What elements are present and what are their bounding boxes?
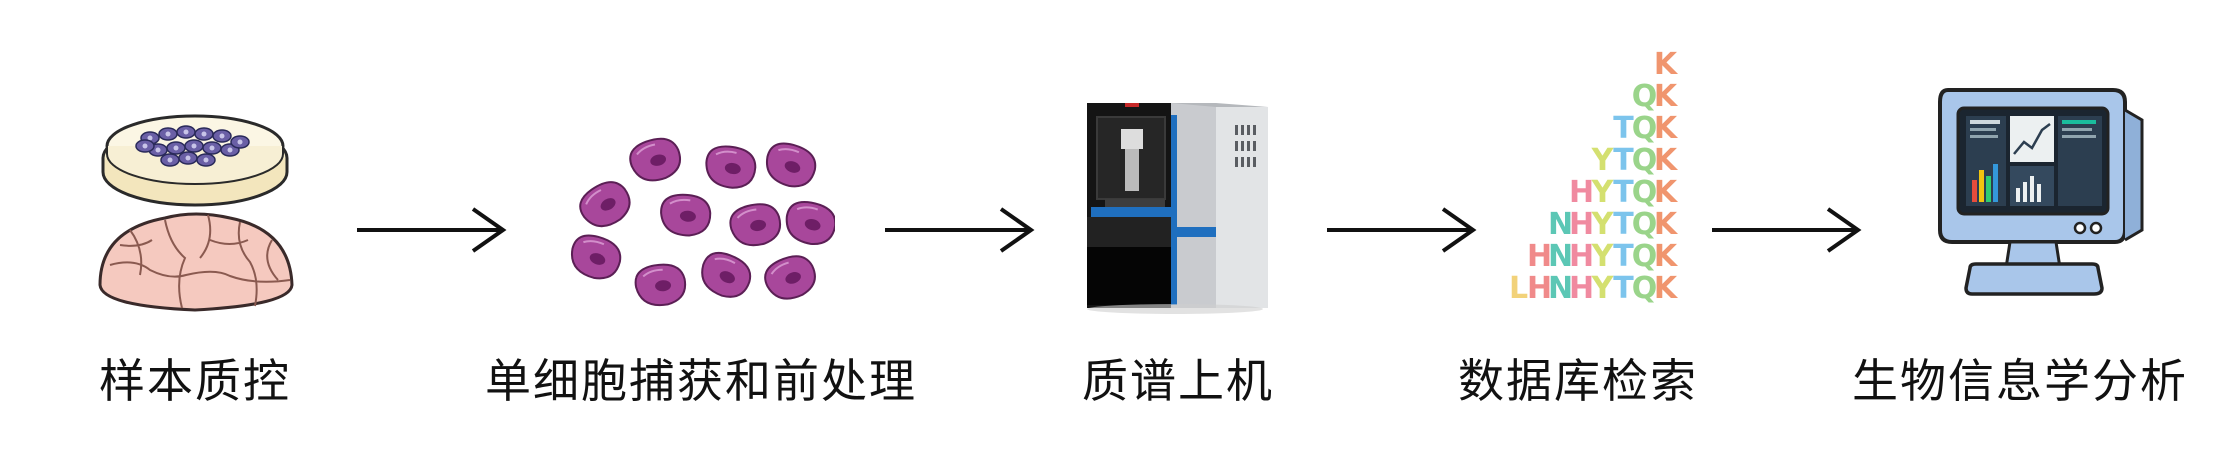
step-label-ms-acquisition: 质谱上机 [1082, 354, 1274, 408]
peptide-residue: K [1654, 239, 1679, 274]
arrow-1 [357, 207, 507, 253]
peptide-residue: H [1527, 271, 1552, 306]
peptide-residue: K [1654, 111, 1679, 146]
peptide-residue: T [1613, 175, 1634, 210]
peptide-residue: T [1613, 111, 1634, 146]
peptide-residue: Q [1632, 143, 1658, 178]
peptide-residue: T [1613, 143, 1634, 178]
peptide-residue: K [1654, 143, 1679, 178]
dish-cell-nucleus [165, 131, 171, 137]
peptide-residue: K [1654, 207, 1679, 242]
step-label-bioinformatics: 生物信息学分析 [1852, 354, 2188, 408]
dish-cell-nucleus [167, 157, 173, 163]
peptide-residue: K [1654, 50, 1679, 82]
cell [629, 137, 682, 182]
cell-nucleus [750, 219, 767, 232]
cell-nucleus [724, 162, 741, 175]
peptide-residue: T [1613, 271, 1634, 306]
arrow-2 [885, 207, 1035, 253]
dish-cell-nucleus [227, 147, 233, 153]
peptide-residue: K [1654, 271, 1679, 306]
peptide-residue: Y [1591, 239, 1615, 274]
cell-nucleus [784, 161, 801, 173]
step-label-database-search: 数据库检索 [1458, 354, 1698, 408]
petri-dish-and-tissue-icon [98, 114, 294, 312]
cell-nucleus [600, 198, 616, 211]
peptide-residue: K [1654, 79, 1679, 114]
peptide-residue: Y [1591, 143, 1615, 178]
arrow-3 [1327, 207, 1477, 253]
peptide-residue: N [1548, 239, 1573, 274]
computer-monitor-icon [1938, 88, 2144, 296]
peptide-residue: Y [1591, 175, 1615, 210]
cell-nucleus [719, 271, 735, 284]
cell-nucleus [650, 154, 667, 166]
dish-cell-nucleus [142, 143, 148, 149]
peptide-residue: H [1569, 175, 1594, 210]
cell [579, 181, 631, 228]
peptide-residue: Q [1632, 239, 1658, 274]
cell-nucleus [679, 210, 696, 222]
cell-nucleus [785, 272, 801, 284]
peptide-residue: N [1548, 207, 1573, 242]
cell [765, 142, 817, 188]
peptide-residue: Y [1591, 207, 1615, 242]
dish-cell-nucleus [185, 155, 191, 161]
peptide-residue: L [1509, 271, 1528, 306]
cell [660, 193, 712, 237]
peptide-residue: H [1569, 239, 1594, 274]
dish-cell-nucleus [173, 145, 179, 151]
cell [785, 201, 835, 245]
step-label-sample-qc: 样本质控 [99, 354, 291, 408]
cell [729, 203, 782, 247]
peptide-residue: Q [1632, 111, 1658, 146]
cell-nucleus [589, 253, 606, 265]
dish-cell-nucleus [191, 143, 197, 149]
arrow-4 [1712, 207, 1862, 253]
cell [570, 234, 622, 280]
dish-cell-nucleus [147, 135, 153, 141]
cell [701, 251, 752, 298]
mass-spectrometer-icon [1087, 103, 1268, 314]
peptide-residue: N [1548, 271, 1573, 306]
dish-cell-nucleus [201, 131, 207, 137]
dish-cell-nucleus [203, 157, 209, 163]
peptide-residue: Q [1632, 271, 1658, 306]
single-cells-icon [570, 137, 835, 307]
peptide-residue: H [1569, 271, 1594, 306]
peptide-residue: Q [1632, 207, 1658, 242]
peptide-residue: Q [1632, 79, 1658, 114]
step-label-single-cell-capture: 单细胞捕获和前处理 [485, 354, 917, 408]
dish-cell-nucleus [237, 139, 243, 145]
peptide-residue: Y [1591, 271, 1615, 306]
peptide-residue: T [1613, 239, 1634, 274]
cell-nucleus [804, 219, 821, 231]
peptide-residue: H [1569, 207, 1594, 242]
cell [764, 255, 816, 300]
dish-cell-nucleus [209, 145, 215, 151]
peptide-residue: T [1613, 207, 1634, 242]
cell [634, 263, 687, 307]
tissue-icon [98, 212, 294, 312]
peptide-residue: H [1527, 239, 1552, 274]
dish-cell-nucleus [183, 129, 189, 135]
cell-nucleus [655, 280, 672, 292]
petri-dish-icon [101, 114, 289, 207]
dish-cell-nucleus [155, 147, 161, 153]
cell [705, 145, 757, 189]
peptide-residue: Q [1632, 175, 1658, 210]
peptide-residue: K [1654, 175, 1679, 210]
dish-cell-nucleus [219, 133, 225, 139]
